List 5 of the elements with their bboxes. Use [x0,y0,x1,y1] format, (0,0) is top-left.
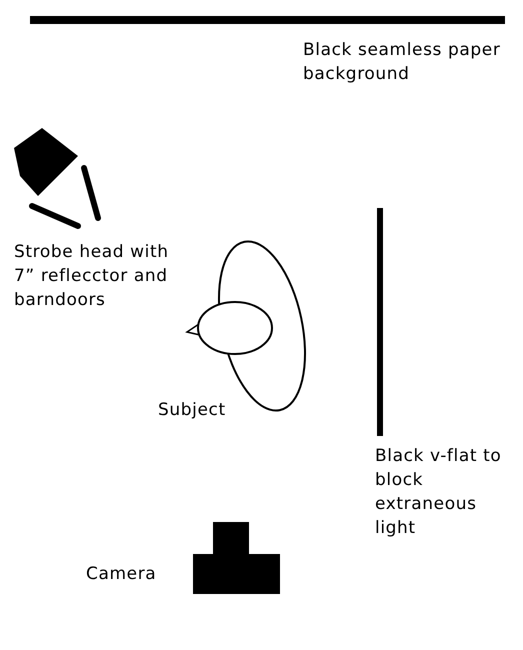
backdrop-label: Black seamless paper background [303,39,502,86]
camera-label: Camera [86,563,158,586]
strobe-label: Strobe head with 7” reflecctor and barndoors [14,241,170,312]
subject-label: Subject [158,399,227,422]
v-flat-label: Black v-flat to block extraneous light [375,445,502,540]
